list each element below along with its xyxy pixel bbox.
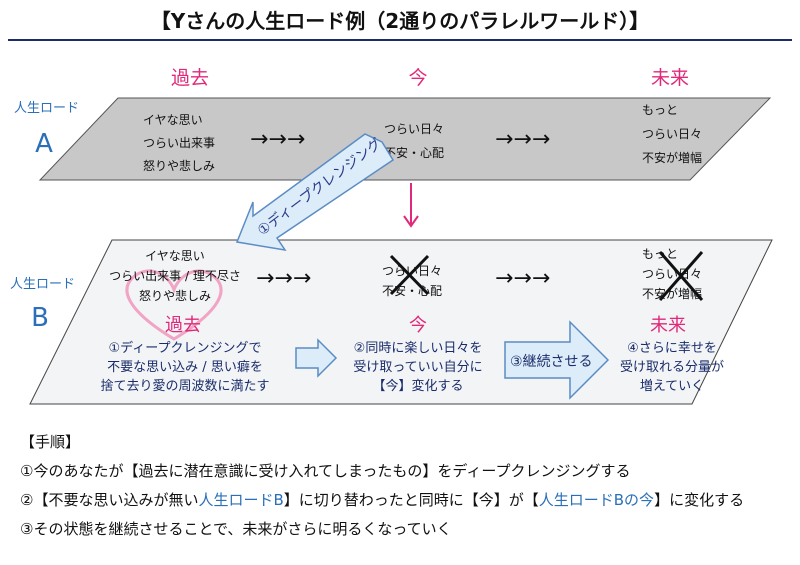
road-b-past-line: つらい出来事 / 理不尽さ: [109, 269, 241, 283]
step-highlight: 人生ロードBの今: [538, 491, 655, 509]
cross-out-mark-present: [389, 254, 430, 296]
diagram-title: 【Yさんの人生ロード例（2通りのパラレルワールド）】: [151, 9, 649, 33]
road-b-present-line: 不安・心配: [382, 283, 442, 298]
road-b-present-desc: ②同時に楽しい日々を: [354, 340, 483, 356]
road-a-past-line: つらい出来事: [143, 136, 215, 150]
road-b-past-desc: 不要な思い込み / 思い癖を: [107, 359, 263, 375]
road-b-label: 人生ロード: [10, 277, 75, 292]
step-highlight: 人生ロードB: [198, 491, 284, 509]
road-a-arrows-2: →→→: [495, 127, 550, 152]
road-a-future-line: 不安が増幅: [642, 150, 702, 165]
road-a-past-line: 怒りや悲しみ: [143, 158, 215, 173]
road-b-present-desc: 受け取っていい自分に: [353, 360, 482, 375]
road-b-letter: B: [31, 303, 49, 333]
road-a-future-line: もっと: [642, 103, 678, 117]
step-text: 】に変化する: [654, 491, 745, 509]
continue-label: ③継続させる: [510, 353, 593, 370]
road-b-present-desc: 【今】変化する: [372, 378, 463, 394]
road-b-future-title: 未来: [650, 315, 686, 336]
step-text: 】に切り替わったと同時に【今】が【: [283, 491, 539, 509]
road-b-past-line: 怒りや悲しみ: [139, 288, 211, 303]
road-b-arrows-1: →→→: [256, 266, 311, 291]
road-b-future-desc: ④さらに幸せを: [627, 341, 717, 356]
continue-arrow: ③継続させる: [504, 320, 610, 400]
road-a-label: 人生ロード: [14, 101, 79, 116]
road-b-present-title: 今: [409, 315, 427, 336]
road-a-present-line: つらい日々: [384, 122, 444, 136]
step-item: ①今のあなたが【過去に潜在意識に受け入れてしまったもの】をディープクレンジングす…: [20, 462, 631, 480]
steps-heading: 【手順】: [20, 433, 81, 451]
road-a-past-line: イヤな思い: [143, 113, 203, 127]
road-a-letter: A: [35, 129, 53, 159]
road-b-past-desc: 捨て去り愛の周波数に満たす: [100, 378, 269, 394]
timeline-future: 未来: [651, 67, 689, 89]
pink-down-arrow: [403, 183, 419, 228]
step-text: ②【不要な思い込みが無い: [20, 491, 199, 509]
timeline-past: 過去: [171, 67, 209, 89]
road-b-past-desc: ①ディープクレンジングで: [109, 340, 262, 356]
road-a-future-line: つらい日々: [642, 127, 702, 141]
road-a-arrows-1: →→→: [250, 127, 305, 152]
small-blue-arrow: [295, 338, 338, 378]
road-b-future-desc: 受け取れる分量が: [620, 360, 724, 375]
road-b-future-line: つらい日々: [642, 267, 702, 281]
steps-section: 【手順】 ①今のあなたが【過去に潜在意識に受け入れてしまったもの】をディープクレ…: [20, 428, 790, 544]
road-b-future-desc: 増えていく: [640, 379, 704, 394]
step-item: ②【不要な思い込みが無い人生ロードB】に切り替わったと同時に【今】が【人生ロード…: [20, 486, 790, 515]
road-b-future-line: 不安が増幅: [642, 286, 702, 301]
timeline-present: 今: [408, 67, 427, 89]
road-b-past-title: 過去: [165, 315, 201, 336]
road-b-past-line: イヤな思い: [145, 249, 205, 263]
step-item: ③その状態を継続させることで、未来がさらに明るくなっていく: [20, 520, 452, 538]
road-a-band: [38, 97, 772, 181]
cross-out-mark-future: [658, 251, 704, 301]
road-b-arrows-2: →→→: [495, 266, 550, 291]
heart-icon: [125, 269, 223, 341]
road-a-present-line: 不安・心配: [384, 145, 444, 160]
